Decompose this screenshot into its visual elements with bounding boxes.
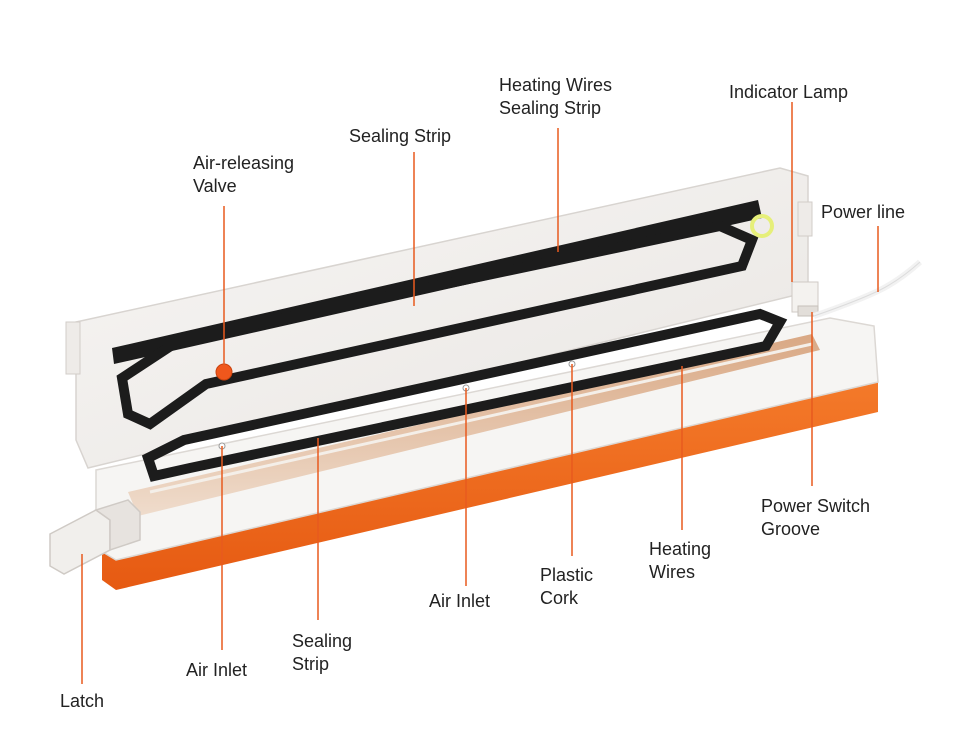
power-cable [813,259,923,319]
label-line: Sealing Strip [499,98,602,118]
label-power-switch-groove: Power Switch Groove [761,495,870,541]
label-line: Power line [821,202,906,222]
label-line: Wires [649,562,695,582]
leader-lines [81,102,879,684]
label-power-line: Power line [821,201,905,224]
upper-gasket-outer [116,220,759,430]
lid-right-tab [797,201,813,237]
label-air-inlet-center: Air Inlet [429,590,490,613]
label-line: Indicator Lamp [729,82,849,102]
power-switch-area [791,281,819,317]
label-line: Cork [540,588,579,608]
label-heating-wires-sealing-strip: Heating Wires Sealing Strip [499,74,612,120]
label-line: Air Inlet [429,591,491,611]
label-line: Heating [649,539,712,559]
label-line: Valve [193,176,237,196]
heating-wire-line [149,342,813,494]
label-latch: Latch [60,690,104,713]
air-releasing-valve-dot [215,363,233,381]
base-orange [102,380,878,590]
label-line: Air Inlet [186,660,248,680]
label-line: Air-releasing [193,153,295,173]
label-line: Groove [761,519,821,539]
label-line: Strip [292,654,330,674]
label-line: Plastic [540,565,594,585]
lower-gasket [141,308,788,482]
label-indicator-lamp: Indicator Lamp [729,81,848,104]
label-sealing-strip-top: Sealing Strip [349,125,451,148]
indicator-lamp-ring [750,214,774,238]
label-sealing-strip-bottom: Sealing Strip [292,630,352,676]
lid-left-tab [65,321,81,375]
label-line: Latch [60,691,105,711]
label-line: Power Switch [761,496,871,516]
label-air-releasing-valve: Air-releasing Valve [193,152,294,198]
label-line: Sealing [292,631,353,651]
label-heating-wires: Heating Wires [649,538,711,584]
label-air-inlet-left: Air Inlet [186,659,247,682]
label-plastic-cork: Plastic Cork [540,564,593,610]
label-line: Heating Wires [499,75,613,95]
latch-part [49,499,141,575]
label-line: Sealing Strip [349,126,452,146]
